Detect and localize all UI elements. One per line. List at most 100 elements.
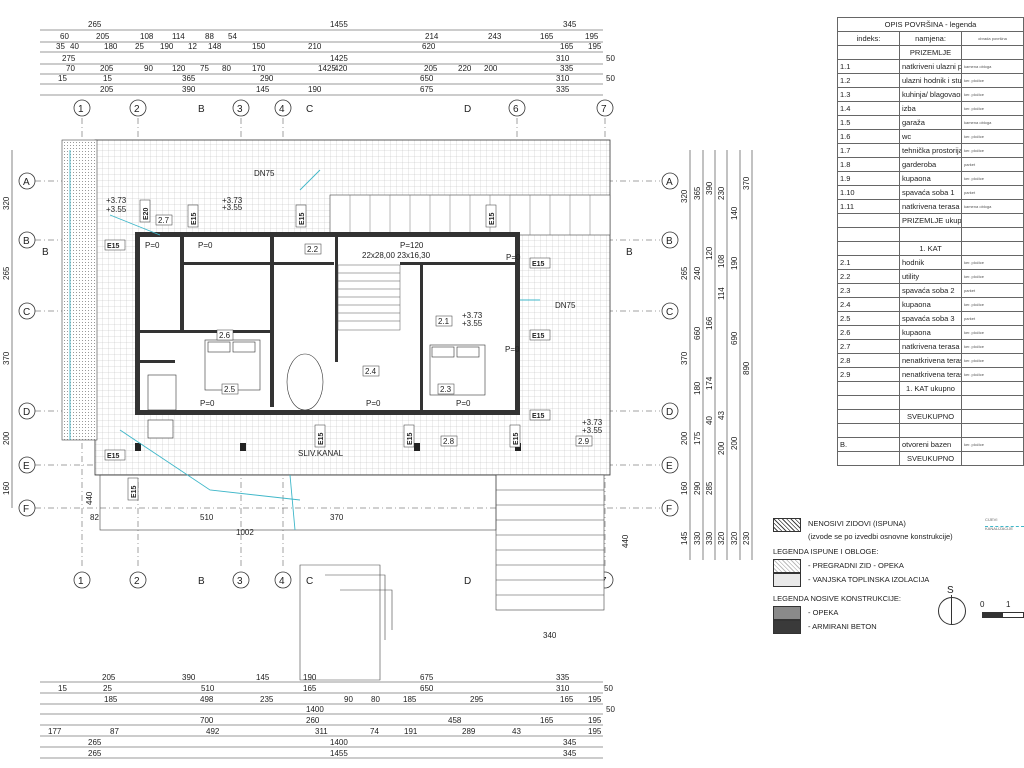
svg-text:345: 345 [563,738,577,747]
legend-row-finish: ker. pločice [961,367,1024,382]
legend-row-finish: ker. pločice [961,297,1024,312]
legend-blank-idx [837,381,900,396]
svg-text:185: 185 [403,695,417,704]
svg-text:90: 90 [344,695,353,704]
room-2-6: 2.6 [219,331,231,340]
legend-blank-fin [961,423,1024,438]
axis-2-top: 2 [134,104,140,115]
svg-text:243: 243 [488,32,502,41]
col-name-header: namjena: [899,31,962,46]
svg-text:B: B [198,576,205,587]
bearing-item-2: - ARMIRANI BETON [808,622,877,631]
legend-row-finish: ker. pločice [961,325,1024,340]
svg-text:498: 498 [200,695,214,704]
legend-row-index: 1.8 [837,157,900,172]
svg-text:310: 310 [556,54,570,63]
legend-blank-idx [837,45,900,60]
legend-row-finish: ker. pločice [961,255,1024,270]
legend-row-index: 2.1 [837,255,900,270]
room-2-8: 2.8 [443,437,455,446]
legend-blank-fin [961,227,1024,242]
svg-text:1455: 1455 [330,749,348,758]
svg-text:311: 311 [315,727,328,736]
svg-text:+3.73: +3.73 [582,418,603,427]
right-dimension-text: 320 265 370 200 160 145 365 240 660 180 … [680,176,751,545]
legend-row-name: natkrivena terasa [899,339,962,354]
svg-text:190: 190 [730,256,739,270]
svg-text:50: 50 [606,705,615,714]
nonbearing-sub: (izvode se po izvedbi osnovne konstrukci… [808,532,953,541]
svg-text:170: 170 [252,64,266,73]
svg-text:108: 108 [717,254,726,268]
grand-total: SVEUKUPNO [899,451,962,466]
svg-text:12: 12 [188,42,197,51]
svg-text:25: 25 [103,684,112,693]
legend-row-index: 1.10 [837,185,900,200]
legend-blank-fin [961,241,1024,256]
legend-blank-idx [837,213,900,228]
brick-partition-swatch [773,559,801,573]
svg-text:43: 43 [717,411,726,420]
room-legend-table: OPIS POVRŠINA - legenda indeks: namjena:… [837,17,1024,466]
legend-row-name: natkriveni ulazni prostor [899,59,962,74]
nonbearing-title: NENOSIVI ZIDOVI (ISPUNA) [808,519,906,528]
svg-text:174: 174 [705,376,714,390]
svg-text:87: 87 [110,727,119,736]
svg-text:108: 108 [140,32,154,41]
svg-text:+3.55: +3.55 [222,203,243,212]
svg-text:P=0: P=0 [505,345,520,354]
room-2-5: 2.5 [224,385,236,394]
svg-text:675: 675 [420,85,434,94]
svg-text:166: 166 [705,316,714,330]
svg-text:365: 365 [693,186,702,200]
svg-text:210: 210 [308,42,322,51]
svg-text:P=0: P=0 [456,399,471,408]
svg-text:650: 650 [420,74,434,83]
svg-text:P=120: P=120 [400,241,424,250]
svg-text:200: 200 [730,436,739,450]
svg-text:320: 320 [717,531,726,545]
svg-text:E15: E15 [318,432,325,445]
legend-row-finish: ker. pločice [961,129,1024,144]
svg-text:160: 160 [2,481,11,495]
svg-text:275: 275 [62,54,76,63]
svg-text:290: 290 [260,74,274,83]
svg-text:220: 220 [458,64,472,73]
svg-text:+3.55: +3.55 [106,205,127,214]
legend-row-name: spavaća soba 2 [899,283,962,298]
svg-text:E: E [666,461,673,472]
section-markers: B C D B C D B B [42,104,633,587]
legend-row-name: kupaona [899,325,962,340]
legend-row-index: B. [837,437,900,452]
svg-text:365: 365 [182,74,196,83]
right-dimension-chains [689,150,753,560]
room-2-3: 2.3 [440,385,452,394]
legend-row-finish: parket [961,185,1024,200]
svg-text:335: 335 [560,64,574,73]
svg-text:195: 195 [585,32,599,41]
svg-text:165: 165 [303,684,317,693]
svg-text:+3.55: +3.55 [462,319,483,328]
level-annotations: P=0 P=0 P=0 P=0 P=0 P=0 P=0 +3.73 +3.55 … [106,169,603,458]
svg-text:289: 289 [462,727,476,736]
svg-text:390: 390 [182,673,196,682]
legend-row-name: otvoreni bazen [899,437,962,452]
svg-text:200: 200 [484,64,498,73]
svg-text:E15: E15 [191,212,198,225]
planter-strip [61,139,98,441]
legend-title: OPIS POVRŠINA - legenda [837,17,1024,32]
svg-text:E15: E15 [532,413,545,420]
legend-blank-fin [961,395,1024,410]
svg-text:D: D [23,407,30,418]
svg-text:120: 120 [172,64,186,73]
element-tags: E15 E15 E15 E15 E15 E20 E15 E15 E15 E15 … [104,199,551,501]
room-2-7: 2.7 [158,216,170,225]
legend-row-name: izba [899,101,962,116]
svg-text:90: 90 [144,64,153,73]
legend-row-name: garaža [899,115,962,130]
svg-text:205: 205 [96,32,110,41]
svg-text:148: 148 [208,42,222,51]
svg-text:890: 890 [742,361,751,375]
svg-text:165: 165 [540,32,554,41]
